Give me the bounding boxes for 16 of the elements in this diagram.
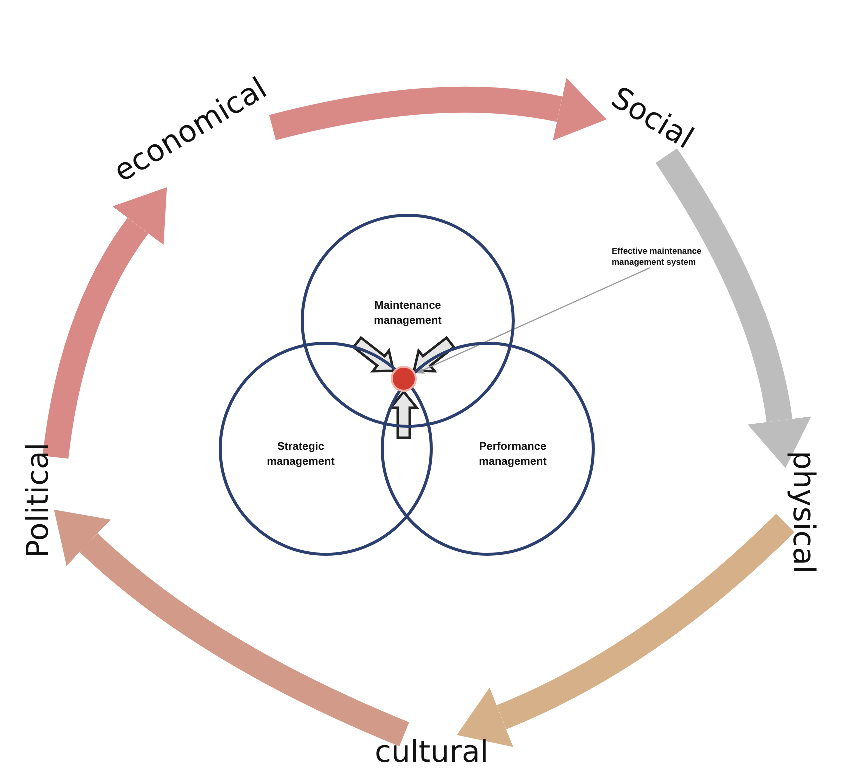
circle-label: Performance management: [478, 440, 548, 470]
block-arrow: [352, 336, 396, 373]
circle-label: Maintenance management: [373, 299, 443, 329]
center-dot: [391, 366, 417, 392]
factor-label: physical: [786, 450, 820, 574]
curved-arrow: [54, 510, 410, 746]
curved-arrow: [656, 148, 812, 468]
curved-arrow: [270, 78, 608, 141]
circle-label: Strategic management: [266, 440, 336, 470]
leader-line: [416, 268, 650, 374]
factor-label: Political: [20, 442, 56, 558]
curved-arrow: [457, 514, 795, 747]
block-arrow: [412, 336, 456, 373]
factor-label: cultural: [375, 734, 489, 770]
curved-arrow: [42, 186, 166, 460]
callout-text: Effective maintenance management system: [612, 246, 737, 268]
